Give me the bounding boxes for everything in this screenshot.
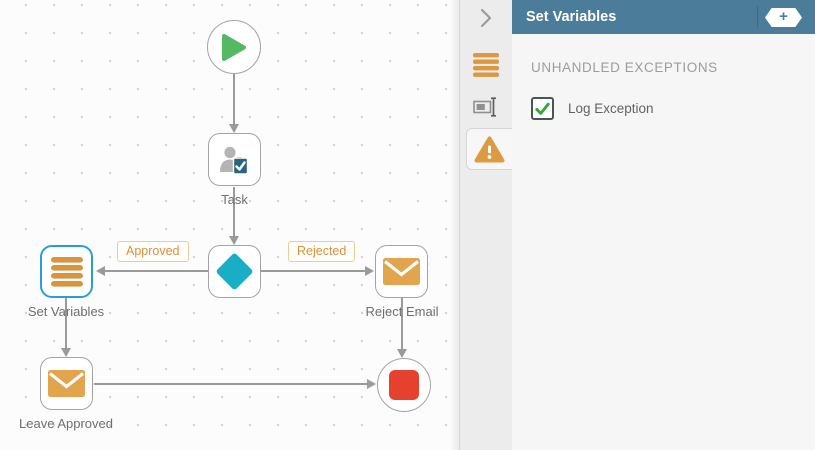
edge-reject-email-end[interactable] [397, 298, 407, 358]
edge-decision-set-variables[interactable] [96, 266, 208, 276]
tab-exceptions[interactable] [466, 128, 512, 170]
log-exception-row: Log Exception [531, 97, 815, 120]
tab-rename[interactable] [459, 88, 512, 126]
workflow-edges [61, 74, 407, 389]
panel-content: UNHANDLED EXCEPTIONS Log Exception [512, 34, 815, 450]
panel-title: Set Variables [526, 9, 617, 25]
edge-label-rejected: Rejected [288, 241, 356, 262]
tab-variables[interactable] [459, 46, 512, 84]
task-node-label: Task [221, 192, 248, 207]
collapse-panel-button[interactable] [459, 0, 512, 36]
set-variables-node-label: Set Variables [27, 304, 105, 319]
set-variables-node[interactable] [40, 245, 93, 298]
log-exception-label: Log Exception [568, 101, 654, 116]
end-node[interactable] [377, 358, 431, 412]
edge-task-decision[interactable] [229, 187, 239, 245]
edge-leave-approved-end[interactable] [94, 379, 376, 389]
email-icon [383, 258, 420, 285]
stacked-bars-icon [472, 53, 499, 77]
reject-email-node[interactable] [375, 245, 428, 298]
edge-start-task[interactable] [229, 74, 239, 133]
check-icon [535, 102, 550, 115]
rename-field-icon [473, 97, 496, 117]
edge-decision-reject-email[interactable] [261, 266, 374, 276]
stacked-bars-icon [50, 256, 83, 287]
warning-triangle-icon [474, 136, 505, 162]
email-icon [48, 370, 85, 397]
add-icon: + [779, 8, 788, 25]
section-title: UNHANDLED EXCEPTIONS [531, 60, 718, 75]
panel-header: Set Variables + [512, 0, 815, 34]
stop-square-icon [389, 370, 419, 400]
edge-label-approved: Approved [117, 241, 189, 262]
panel-shadow [449, 0, 459, 450]
decision-node[interactable] [208, 245, 261, 298]
header-divider [757, 6, 758, 28]
play-icon [222, 33, 246, 61]
user-task-icon [220, 146, 249, 175]
edge-set-variables-leave-approved[interactable] [61, 298, 71, 357]
chevron-right-icon [480, 8, 491, 28]
leave-approved-node[interactable] [40, 357, 93, 410]
start-node[interactable] [207, 20, 261, 74]
workflow-canvas[interactable]: Task Set Variables Reject Email Leave Ap… [0, 0, 459, 450]
add-button[interactable]: + [765, 8, 802, 27]
leave-approved-node-label: Leave Approved [19, 416, 113, 431]
decision-diamond-icon [215, 252, 254, 291]
task-node[interactable] [208, 133, 261, 186]
reject-email-node-label: Reject Email [365, 304, 439, 319]
log-exception-checkbox[interactable] [531, 97, 554, 120]
